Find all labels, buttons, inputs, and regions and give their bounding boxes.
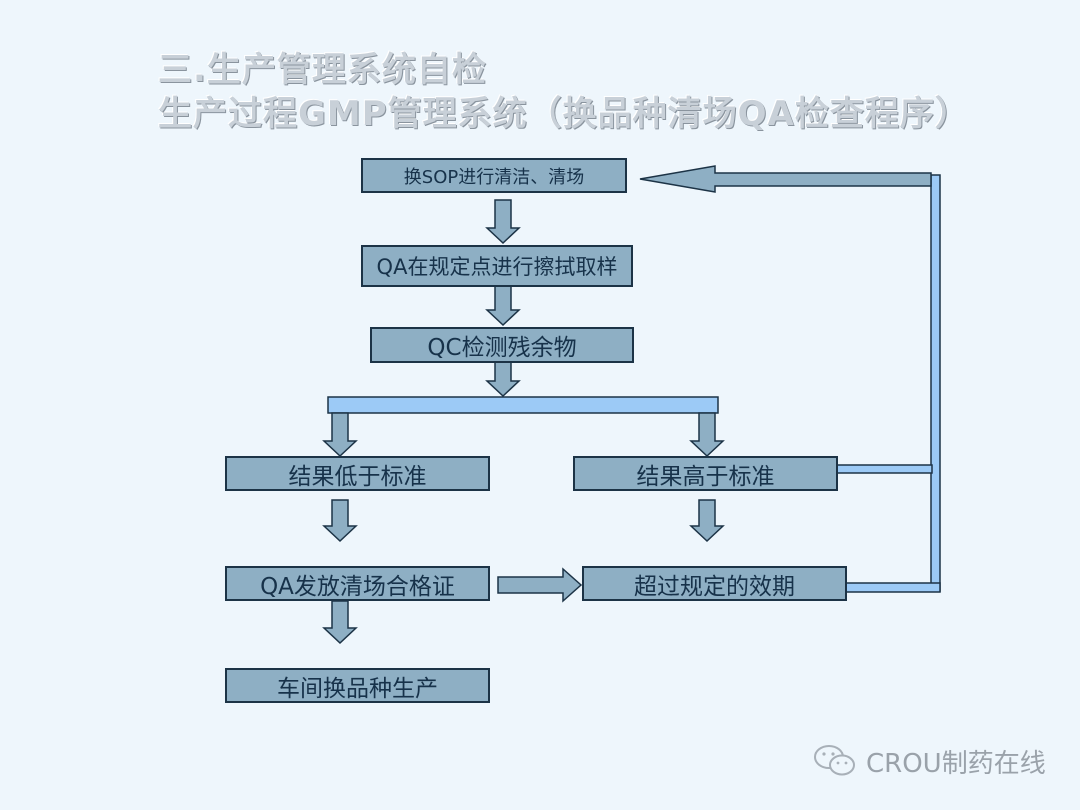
feedback-from-expired: [845, 582, 941, 593]
node-test-label: QC检测残余物: [427, 335, 577, 361]
watermark: CROU制药在线: [812, 742, 1046, 780]
node-certificate: QA发放清场合格证: [225, 566, 490, 601]
arrow-loop-to-clean: [639, 165, 932, 193]
arrow-split-to-below: [322, 412, 358, 458]
arrow-split-to-above: [689, 412, 725, 458]
wechat-icon: [814, 745, 855, 776]
arrow-below-to-certificate: [322, 499, 358, 543]
node-certificate-label: QA发放清场合格证: [260, 573, 455, 600]
node-below-label: 结果低于标准: [288, 463, 427, 490]
node-test: QC检测残余物: [370, 327, 634, 363]
node-production-label: 车间换品种生产: [277, 675, 438, 702]
node-expired-label: 超过规定的效期: [634, 573, 795, 600]
node-above: 结果高于标准: [573, 456, 838, 491]
node-expired: 超过规定的效期: [582, 566, 847, 601]
watermark-text: CROU制药在线: [866, 748, 1046, 779]
node-sample: QA在规定点进行擦拭取样: [361, 245, 633, 287]
node-clean-label: 换SOP进行清洁、清场: [403, 166, 585, 188]
feedback-vertical: [930, 174, 941, 592]
node-below: 结果低于标准: [225, 456, 490, 491]
node-production: 车间换品种生产: [225, 668, 490, 703]
arrow-sample-to-test: [485, 285, 521, 327]
node-clean: 换SOP进行清洁、清场: [361, 158, 627, 193]
arrow-above-to-expired: [689, 499, 725, 543]
arrow-certificate-to-production: [322, 600, 358, 645]
arrow-test-to-split: [485, 361, 521, 398]
node-sample-label: QA在规定点进行擦拭取样: [376, 255, 618, 279]
slide-subtitle: 生产过程GMP管理系统（换品种清场QA检查程序）: [158, 94, 970, 134]
feedback-from-above: [836, 464, 933, 474]
slide-title: 三.生产管理系统自检: [158, 50, 487, 90]
arrow-certificate-to-expired: [497, 567, 583, 603]
split-bar: [327, 396, 719, 414]
node-above-label: 结果高于标准: [636, 463, 775, 490]
arrow-clean-to-sample: [485, 199, 521, 245]
